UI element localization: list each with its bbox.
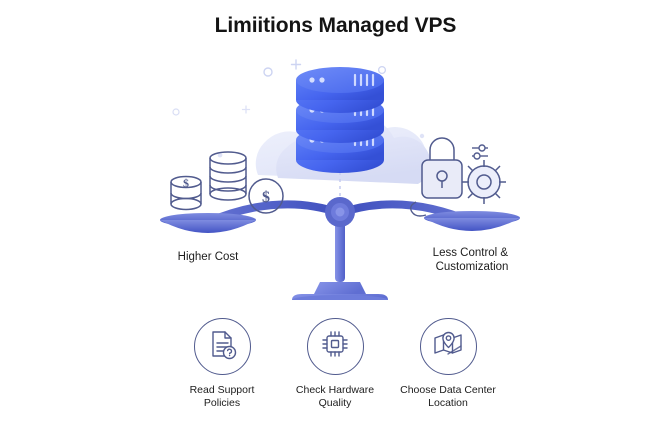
hero-illustration: $ $ bbox=[150, 50, 530, 305]
scale-pan-left bbox=[160, 213, 256, 233]
svg-text:$: $ bbox=[183, 176, 189, 190]
scale-pan-right bbox=[424, 211, 520, 231]
feature-row: Read Support Policies Check Hardware Qua… bbox=[170, 318, 500, 410]
balance-scale bbox=[160, 197, 520, 305]
feature-label: Choose Data Center Location bbox=[400, 384, 496, 409]
feature-icon-circle bbox=[419, 318, 477, 375]
feature-icon-circle bbox=[193, 318, 251, 375]
cpu-chip-icon bbox=[319, 328, 351, 365]
database-server-icon bbox=[296, 67, 384, 210]
feature-icon-circle bbox=[306, 318, 364, 375]
feature-label: Read Support Policies bbox=[189, 384, 255, 409]
padlock-gear-icon bbox=[409, 137, 506, 217]
sparkle-decorations bbox=[172, 59, 425, 158]
feature-label: Check Hardware Quality bbox=[295, 384, 375, 409]
page-title: Limiitions Managed VPS bbox=[214, 14, 457, 37]
pan-label-right: Less Control & Customization bbox=[433, 247, 512, 273]
svg-text:$: $ bbox=[262, 189, 270, 206]
coins-money-icon: $ $ bbox=[170, 151, 284, 214]
pan-label-left: Higher Cost bbox=[178, 251, 240, 263]
feature-check-hardware-quality[interactable]: Check Hardware Quality bbox=[283, 318, 387, 410]
map-location-pin-icon bbox=[432, 328, 464, 365]
feature-read-support-policies[interactable]: Read Support Policies bbox=[170, 318, 274, 410]
document-question-icon bbox=[206, 328, 238, 365]
feature-choose-data-center-location[interactable]: Choose Data Center Location bbox=[396, 318, 500, 410]
